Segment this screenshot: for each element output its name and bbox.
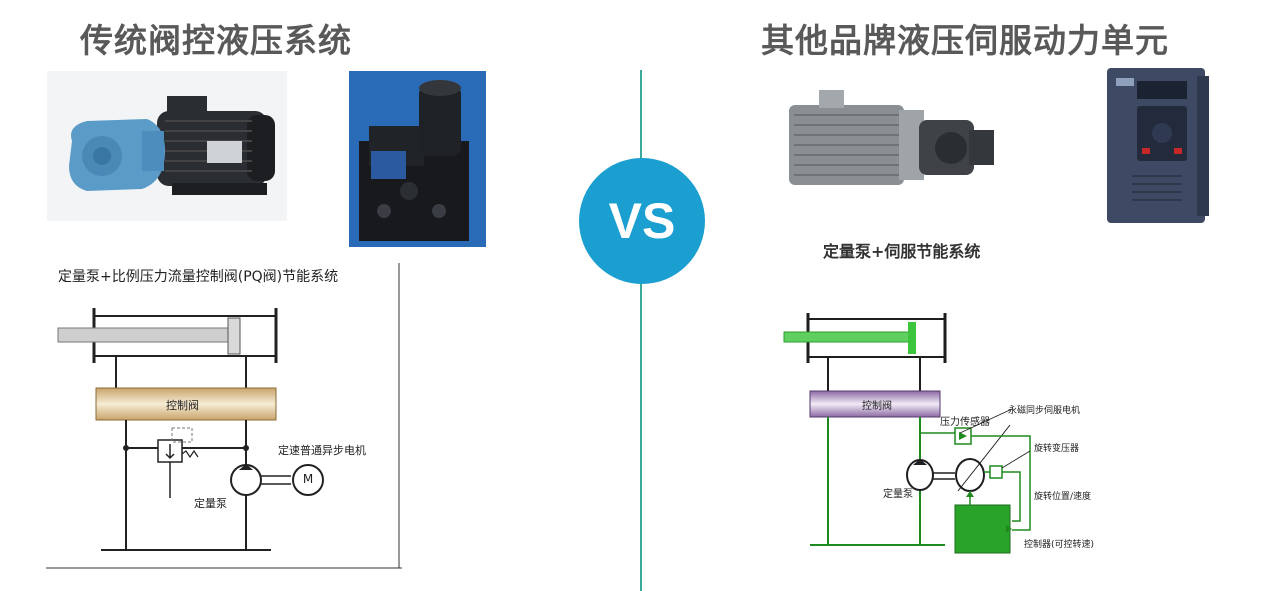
- control-valve-block: [95, 387, 277, 421]
- pq-valve-photo: [349, 71, 486, 247]
- servo-motor-label: 永磁同步伺服电机: [1008, 406, 1081, 416]
- left-motor-symbol-label: M: [302, 472, 314, 486]
- controller-label: 控制器(可控转速): [1024, 540, 1095, 550]
- right-title: 其他品牌液压伺服动力单元: [761, 21, 1169, 60]
- vs-badge: VS: [579, 158, 705, 284]
- servo-motor-pump-photo: [779, 80, 1001, 208]
- servo-controller-box: [954, 504, 1011, 554]
- left-motor-label: 定速普通异步电机: [278, 444, 366, 457]
- center-divider: [640, 70, 642, 591]
- hydraulic-pump-motor-photo: [47, 71, 287, 221]
- left-pump-label: 定量泵: [194, 497, 227, 510]
- right-caption: 定量泵+伺服节能系统: [823, 242, 981, 261]
- left-valve-label: 控制阀: [166, 399, 199, 412]
- motor-symbol: [292, 464, 324, 496]
- right-hydraulic-diagram: 控制阀 压力传感器 永磁同步伺服电机 旋转变压器 旋转位置/速度 定量泵 控制器…: [780, 305, 1120, 560]
- left-diagram-caption: 定量泵+比例压力流量控制阀(PQ阀)节能系统: [58, 269, 339, 285]
- resolver-symbol: [989, 465, 1003, 479]
- hydraulic-cylinder: [57, 308, 278, 363]
- servo-pump-label: 定量泵: [883, 489, 913, 500]
- servo-drive-photo: [1102, 66, 1214, 226]
- servo-hydraulic-cylinder: [783, 313, 947, 363]
- left-title: 传统阀控液压系统: [80, 21, 352, 60]
- left-hydraulic-diagram: 定量泵+比例压力流量控制阀(PQ阀)节能系统: [46, 258, 402, 570]
- resolver-label: 旋转变压器: [1034, 444, 1080, 454]
- right-valve-label: 控制阀: [862, 401, 892, 412]
- pressure-sensor-label: 压力传感器: [940, 417, 990, 428]
- servo-control-valve-block: [809, 390, 941, 418]
- position-speed-label: 旋转位置/速度: [1034, 492, 1092, 502]
